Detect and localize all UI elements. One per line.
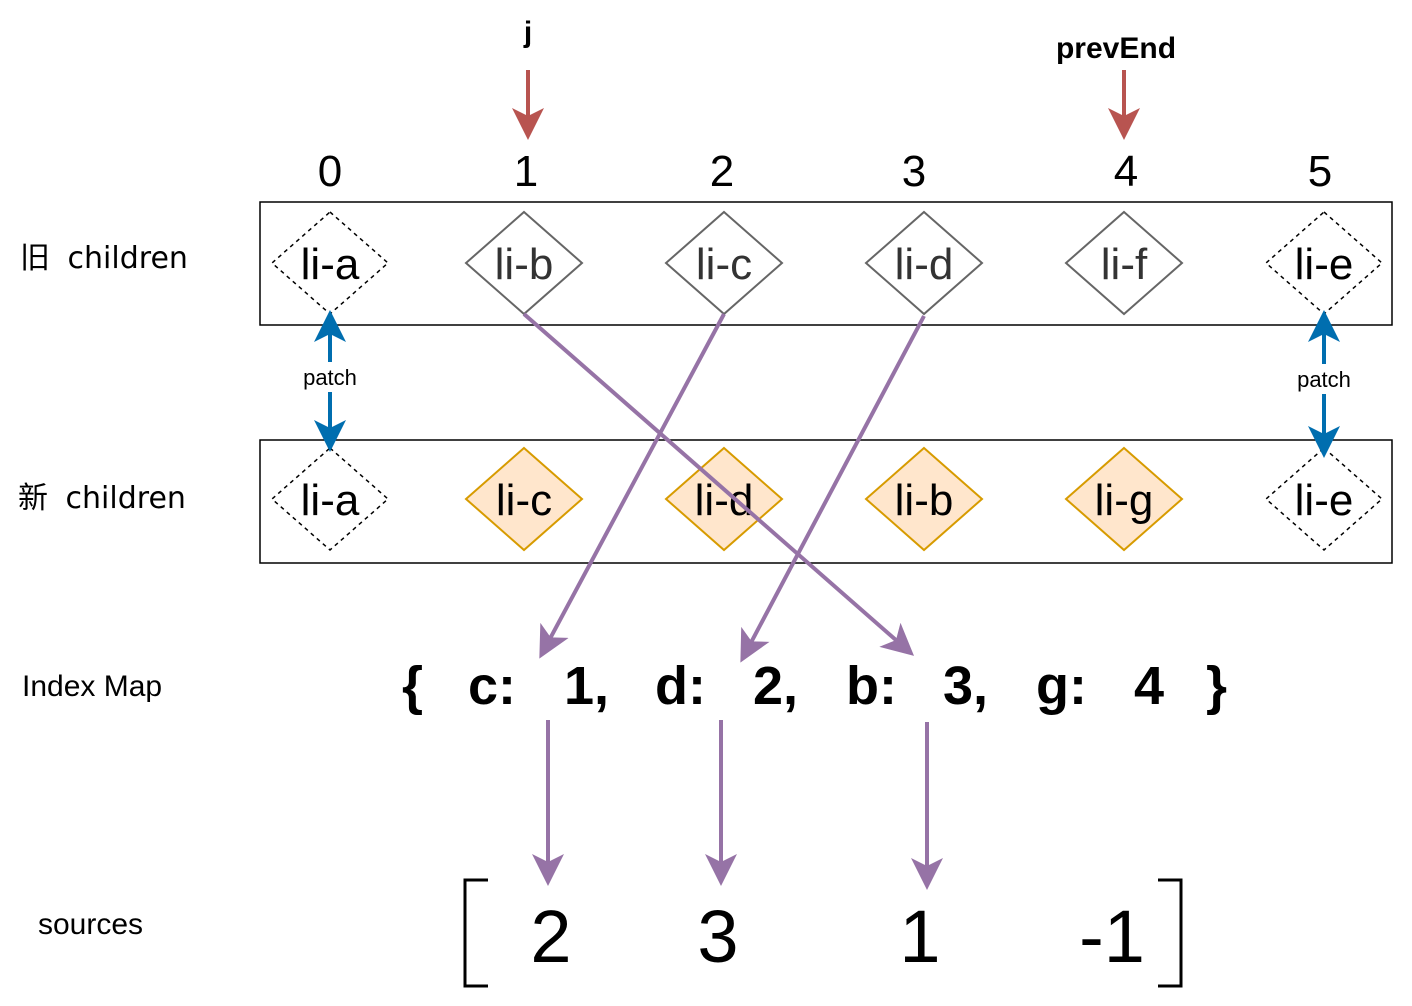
index-map-label: Index Map (22, 670, 162, 703)
new-node-1 (464, 446, 584, 552)
index-map-open-brace: { (402, 656, 423, 716)
new-children-label-text: children (66, 481, 186, 516)
index-map-key-b: b: (846, 656, 897, 716)
new-node-4 (1064, 446, 1184, 552)
index-map-value-d: 2, (753, 656, 798, 716)
index-label-5: 5 (1308, 147, 1332, 196)
source-value: 3 (697, 895, 738, 978)
index-label-4: 4 (1114, 147, 1138, 196)
index-label-3: 3 (902, 147, 926, 196)
new-children-label: 新 children (18, 481, 186, 516)
old-node-label-5: li-e (1295, 240, 1354, 289)
old-children-label: 旧 children (20, 241, 188, 276)
new-node-label-0: li-a (301, 476, 360, 525)
index-label-1: 1 (514, 147, 538, 196)
old-node-3 (864, 210, 984, 316)
patch-label-e: patch (1297, 367, 1351, 392)
pointer-prevend-label: prevEnd (1056, 32, 1176, 65)
old-children-row (259, 201, 1393, 326)
patch-label-a: patch (303, 365, 357, 390)
sources-close-bracket (1158, 878, 1183, 988)
old-node-label-0: li-a (301, 240, 360, 289)
new-node-label-1: li-c (496, 476, 552, 525)
source-value: 2 (530, 895, 571, 978)
old-node-label-1: li-b (495, 240, 554, 289)
index-map-value-g: 4 (1134, 656, 1164, 716)
index-label-2: 2 (710, 147, 734, 196)
old-node-label-4: li-f (1101, 240, 1148, 289)
index-map-key-d: d: (655, 656, 706, 716)
new-node-5 (1264, 447, 1384, 551)
sources-values: 2 3 1 -1 (530, 895, 1144, 978)
sources-open-bracket (463, 878, 488, 988)
new-children-label-cn: 新 (18, 481, 48, 516)
new-node-3 (864, 446, 984, 552)
new-node-label-5: li-e (1295, 476, 1354, 525)
source-value: 1 (899, 895, 940, 978)
source-value: -1 (1079, 895, 1145, 978)
pointer-j-label: j (523, 16, 532, 49)
map-arrow-b (522, 312, 915, 656)
index-label-0: 0 (318, 147, 342, 196)
new-node-0 (270, 447, 390, 551)
index-map-value-b: 3, (943, 656, 988, 716)
map-arrow-d (740, 315, 926, 663)
new-children-nodes: li-a li-c li-d li-b li-g li-e (270, 446, 1384, 552)
new-node-label-4: li-g (1095, 476, 1154, 525)
sources-label: sources (38, 908, 143, 941)
index-map: { c: 1, d: 2, b: 3, g: 4 } (402, 656, 1227, 716)
index-map-value-c: 1, (564, 656, 609, 716)
index-map-key-g: g: (1036, 656, 1087, 716)
old-children-label-cn: 旧 (20, 241, 50, 276)
old-children-label-text: children (68, 241, 188, 276)
old-node-label-2: li-c (696, 240, 752, 289)
map-arrow-c (539, 313, 726, 659)
new-node-label-2: li-d (695, 476, 754, 525)
new-node-2 (664, 446, 784, 552)
index-map-close-brace: } (1206, 656, 1227, 716)
new-children-row (259, 439, 1393, 564)
index-map-key-c: c: (468, 656, 516, 716)
old-children-nodes: li-a li-b li-c li-d li-f li-e (270, 210, 1384, 316)
index-labels: 0 1 2 3 4 5 (318, 147, 1332, 196)
old-node-label-3: li-d (895, 240, 954, 289)
old-node-4 (1064, 210, 1184, 316)
new-node-label-3: li-b (895, 476, 954, 525)
